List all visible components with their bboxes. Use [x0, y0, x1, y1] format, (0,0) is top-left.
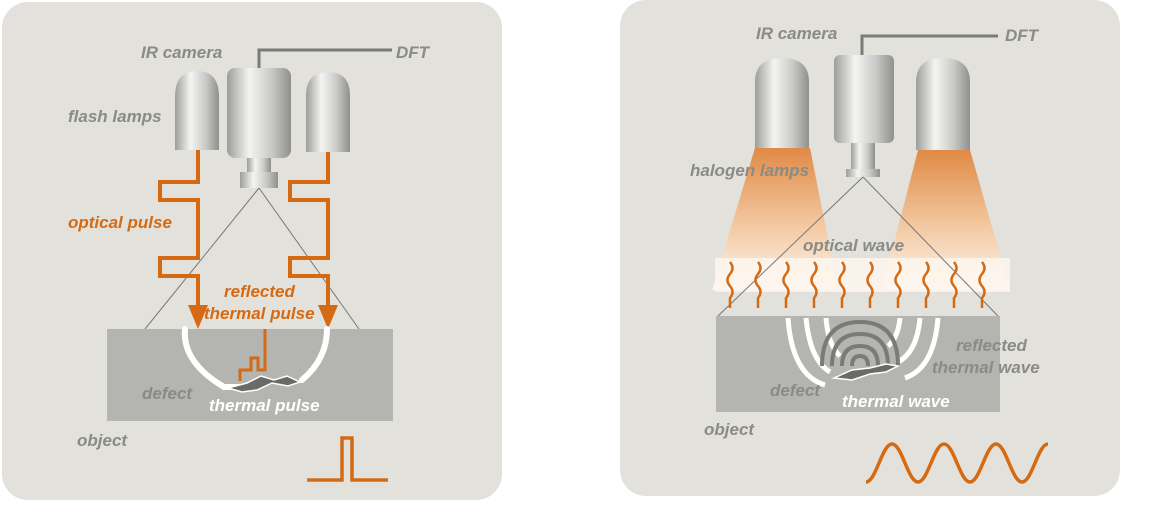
- dft-connector-line: [257, 48, 392, 70]
- optical-wave-band: [715, 258, 1010, 292]
- reflected-thermal-pulse-label-line1: reflected: [224, 282, 295, 301]
- halogen-lamp-right: [916, 58, 970, 150]
- reflected-thermal-pulse-label-line2: thermal pulse: [204, 304, 315, 323]
- optical-pulse-label: optical pulse: [68, 213, 172, 232]
- halogen-lamps-label: halogen lamps: [690, 161, 810, 180]
- reflected-thermal-wave-label-line2: thermal wave: [932, 358, 1040, 377]
- pulse-thermography-panel: IR camera DFT flash lamps optical pulse …: [2, 2, 502, 500]
- flash-lamp-right: [306, 72, 350, 152]
- thermal-wave-label: thermal wave: [842, 392, 950, 411]
- thermal-pulse-front: [181, 326, 330, 390]
- optical-wave-label: optical wave: [803, 236, 905, 255]
- optical-pulse-path-right: [288, 152, 330, 305]
- defect-crack: [831, 363, 901, 381]
- pulse-signal-waveform: [307, 436, 388, 482]
- ir-camera: [834, 55, 894, 177]
- reflected-thermal-wave-label-line1: reflected: [956, 336, 1027, 355]
- flash-lamp-left: [175, 71, 219, 150]
- sine-wave-signal: [865, 442, 1049, 484]
- halogen-beam-left: [712, 148, 838, 290]
- camera-field-of-view: [717, 176, 999, 317]
- optical-pulse-path-left: [158, 150, 200, 305]
- arrow-head-left: [188, 305, 208, 329]
- arrow-head-right: [318, 305, 338, 329]
- ir-camera-label: IR camera: [141, 43, 223, 62]
- ir-camera-label: IR camera: [756, 24, 838, 43]
- reflected-thermal-pulse-path: [238, 329, 267, 381]
- object-block: [107, 329, 393, 421]
- thermal-wave-rings: [785, 317, 941, 388]
- thermal-pulse-label: thermal pulse: [209, 396, 320, 415]
- object-label: object: [704, 420, 755, 439]
- defect-label: defect: [770, 381, 821, 400]
- halogen-beam-right: [882, 150, 1010, 290]
- defect-label: defect: [142, 384, 193, 403]
- optical-wave-squiggles: [726, 261, 986, 308]
- flash-lamps-label: flash lamps: [68, 107, 162, 126]
- defect-crack: [225, 375, 303, 393]
- dft-label: DFT: [1005, 26, 1039, 45]
- object-label: object: [77, 431, 128, 450]
- halogen-lamp-left: [755, 58, 809, 148]
- lockin-thermography-panel: IR camera DFT halogen lamps optical wave…: [620, 0, 1120, 496]
- lockin-thermography-diagram: [712, 34, 1049, 484]
- dft-label: DFT: [396, 43, 430, 62]
- pulse-thermography-diagram: [107, 48, 393, 482]
- dft-connector-line: [860, 34, 998, 58]
- ir-camera: [227, 68, 291, 188]
- reflected-thermal-wave-rings: [820, 319, 900, 367]
- object-block: [716, 316, 1000, 412]
